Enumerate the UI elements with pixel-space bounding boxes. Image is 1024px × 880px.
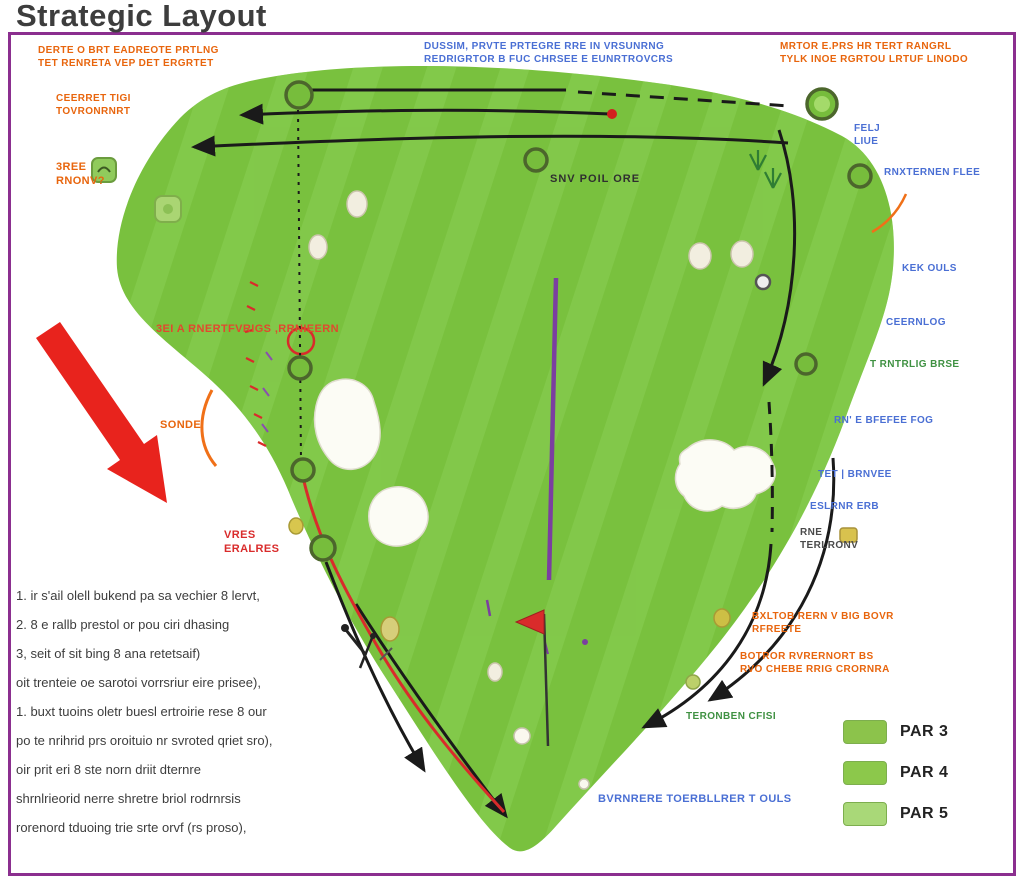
par-legend: PAR 3 PAR 4 PAR 5 <box>843 720 948 843</box>
orange-edge-arc <box>871 193 908 234</box>
mound <box>346 190 368 218</box>
annotation-kek: KEK OULS <box>902 263 957 274</box>
tee-circle <box>290 457 316 483</box>
purple-tick-marks <box>261 351 273 433</box>
annotation-bxltob: BXLTOB RERN V BIG BOVR RFREETE <box>752 611 894 635</box>
annotation-sei: 3EI A RNERTFVRIGS ,RRNIEERN <box>156 323 339 335</box>
purple-route-line <box>546 277 559 581</box>
marker <box>288 517 304 535</box>
annotation-tantrlig: T RNTRLIG BRSE <box>870 359 960 370</box>
bunker <box>368 486 429 547</box>
legend-row-par4: PAR 4 <box>843 761 948 785</box>
red-route-line <box>299 467 506 814</box>
arrow-dashed <box>767 401 774 533</box>
red-tick-marks <box>244 281 267 447</box>
marker <box>713 608 731 628</box>
annotation-sonde: SONDE <box>160 419 202 431</box>
note-line: po te nrihrid prs oroituio nr svroted qr… <box>16 733 273 748</box>
annotation-rnxternen: RNXTERNEN FLEE <box>884 167 981 178</box>
par5-label: PAR 5 <box>900 805 949 822</box>
legend-row-par5: PAR 5 <box>843 802 948 826</box>
red-direction-arrow <box>36 322 167 503</box>
pin-flag <box>514 609 550 747</box>
arrow <box>324 561 426 773</box>
sree-icon <box>91 157 117 183</box>
arrow <box>707 457 836 702</box>
small-ring-marker <box>754 273 772 291</box>
mound <box>308 234 328 260</box>
annotation-teronben: TERONBEN CFISI <box>686 711 777 722</box>
tee-circles <box>284 80 873 562</box>
legend-row-par3: PAR 3 <box>843 720 948 744</box>
annotation-rne: RNE TERLRONV <box>800 527 859 551</box>
note-line: oir prit eri 8 ste norn driit dternre <box>16 762 201 777</box>
annotation-felj: FELJ LIUE <box>854 123 881 147</box>
tee-circle <box>309 534 337 562</box>
note-line: 2. 8 e rallb prestol or pou ciri dhasing <box>16 617 230 632</box>
par4-label: PAR 4 <box>900 764 949 781</box>
mound <box>487 662 503 682</box>
strategy-notes: 1. ir s'ail olell bukend pa sa vechier 8… <box>16 588 361 849</box>
tee-circle <box>523 147 549 173</box>
mound <box>688 242 712 270</box>
golf-ball <box>578 778 590 790</box>
golfer-marks <box>341 624 393 669</box>
tee-circle <box>794 352 818 376</box>
sree-icon-mark <box>97 166 111 173</box>
annotation-bfefee: RN' E BFEFEE FOG <box>834 415 934 426</box>
annotation-bvrnrere: BVRNRERE TOERBLLRER T OULS <box>598 793 792 805</box>
annotation-ceernlog: CEERNLOG <box>886 317 946 328</box>
annotation-botror: BOTROR RVRERNORT BS RVO CHEBE RRIG CRORN… <box>740 651 890 675</box>
marker-icon <box>839 527 858 543</box>
hazard-markers <box>288 517 858 690</box>
bunkers <box>313 378 776 547</box>
tee-circle <box>847 163 873 189</box>
note-line: rorenord tduoing trie srte orvf (rs pros… <box>16 820 247 835</box>
bunker <box>313 378 381 470</box>
par3-swatch <box>843 720 887 744</box>
arrow <box>191 134 789 157</box>
annotation-sree: 3REE RNONV? <box>56 161 105 188</box>
note-line: 1. ir s'ail olell bukend pa sa vechier 8… <box>16 588 260 603</box>
tee-circle <box>284 80 314 110</box>
grass-tufts <box>749 150 782 189</box>
note-line: 3, seit of sit bing 8 ana retetsaif) <box>16 646 201 661</box>
left-edge-tile-dot <box>163 204 173 214</box>
note-line: shrnlrieorid nerre shretre briol rodrnrs… <box>16 791 241 806</box>
annotation-top-center: DUSSIM, PRVTE PRTEGRE RRE IN VRSUNRNG RE… <box>424 41 674 65</box>
annotation-ceerret: CEERRET TIGI TOVRONRNRT <box>56 93 131 117</box>
par5-swatch <box>843 802 887 826</box>
marker <box>380 616 400 642</box>
note-line: oit trenteie oe sarotoi vorrsriur eire p… <box>16 675 261 690</box>
annotation-snv-poil: SNV POIL ORE <box>550 173 641 185</box>
arrow-line-dashed <box>577 90 791 108</box>
page-title: Strategic Layout <box>16 0 267 33</box>
annotation-vres: VRES ERALRES <box>224 529 280 556</box>
red-waypoint-dot <box>607 109 617 119</box>
arrow <box>239 103 611 125</box>
orange-arc <box>200 389 218 467</box>
mound <box>730 240 754 268</box>
note-line: 1. buxt tuoins oletr buesl ertroirie res… <box>16 704 267 719</box>
annotation-top-left: DERTE O BRT EADREOTE PRTLNG TET RENRETA … <box>38 45 219 69</box>
tee-circle-inner <box>814 96 830 112</box>
tee-circle <box>287 355 313 381</box>
marker <box>685 674 701 690</box>
annotation-tet-brnvee: TET | BRNVEE <box>818 469 892 480</box>
golf-ball <box>513 727 531 745</box>
mounds <box>308 190 754 682</box>
annotation-top-right: MRTOR E.PRS HR TERT RANGRL TYLK INOE RGR… <box>780 41 969 65</box>
par3-label: PAR 3 <box>900 723 949 740</box>
arrow <box>762 129 797 387</box>
bunker <box>674 439 776 512</box>
arrow <box>641 543 773 729</box>
par4-swatch <box>843 761 887 785</box>
diagram-border-frame <box>8 32 1016 876</box>
annotation-eslrnr: ESLRNR ERB <box>810 501 880 512</box>
